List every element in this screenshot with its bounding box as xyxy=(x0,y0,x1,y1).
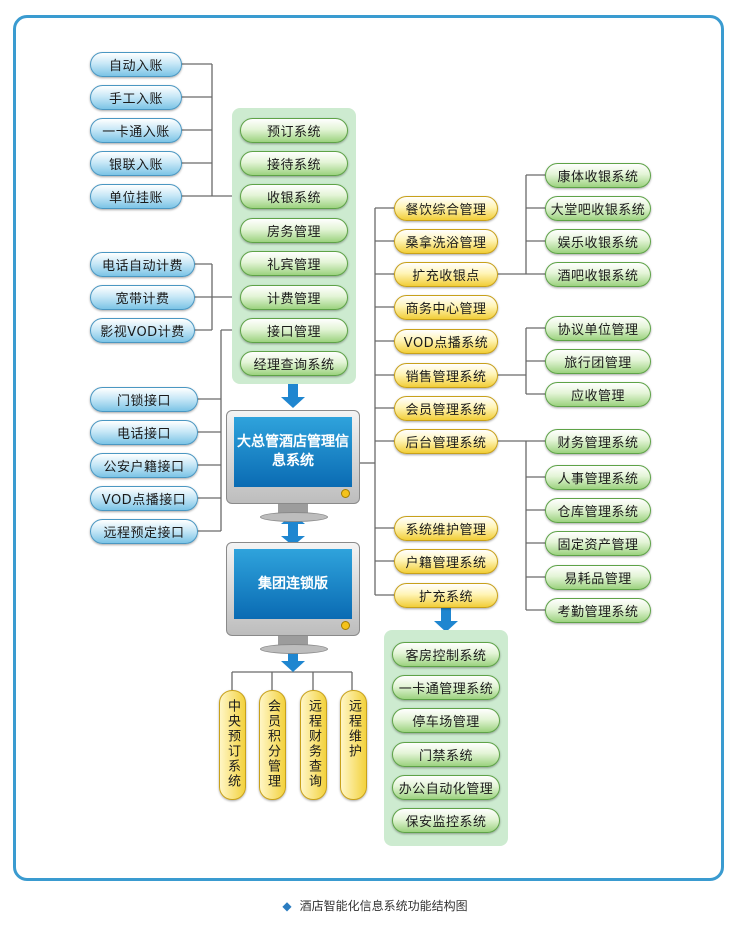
manager-query-node: 经理查询系统 xyxy=(240,351,348,376)
back-office-node: 后台管理系统 xyxy=(394,429,498,454)
interface-management-node: 接口管理 xyxy=(240,318,348,343)
entertainment-cashier-node: 娱乐收银系统 xyxy=(545,229,651,254)
chain-edition-monitor: 集团连锁版 xyxy=(226,542,360,654)
household-registry-node: 户籍管理系统 xyxy=(394,549,498,574)
door-lock-interface-node: 门锁接口 xyxy=(90,387,198,412)
hr-system-node: 人事管理系统 xyxy=(545,465,651,490)
member-points-node: 会员积分管理 xyxy=(259,690,286,800)
security-monitoring-node: 保安监控系统 xyxy=(392,808,500,833)
police-registry-interface-node: 公安户籍接口 xyxy=(90,453,198,478)
unionpay-posting-node: 银联入账 xyxy=(90,151,182,176)
bar-cashier-node: 酒吧收银系统 xyxy=(545,262,651,287)
member-management-node: 会员管理系统 xyxy=(394,396,498,421)
vod-interface-node: VOD点播接口 xyxy=(90,486,198,511)
remote-maintenance-node: 远程维护 xyxy=(340,690,367,800)
auto-posting-node: 自动入账 xyxy=(90,52,182,77)
diagram-caption: ◆ 酒店智能化信息系统功能结构图 xyxy=(0,897,750,914)
housekeeping-node: 房务管理 xyxy=(240,218,348,243)
sales-management-node: 销售管理系统 xyxy=(394,363,498,388)
attendance-system-node: 考勤管理系统 xyxy=(545,598,651,623)
company-ledger-node: 单位挂账 xyxy=(90,184,182,209)
room-control-node: 客房控制系统 xyxy=(392,642,500,667)
sauna-management-node: 桑拿洗浴管理 xyxy=(394,229,498,254)
consumables-node: 易耗品管理 xyxy=(545,565,651,590)
access-control-node: 门禁系统 xyxy=(392,742,500,767)
finance-system-node: 财务管理系统 xyxy=(545,429,651,454)
fitness-cashier-node: 康体收银系统 xyxy=(545,163,651,188)
remote-finance-query-node: 远程财务查询 xyxy=(300,690,327,800)
vod-billing-node: 影视VOD计费 xyxy=(90,318,195,343)
corporate-accounts-node: 协议单位管理 xyxy=(545,316,651,341)
warehouse-system-node: 仓库管理系统 xyxy=(545,498,651,523)
phone-interface-node: 电话接口 xyxy=(90,420,198,445)
card-posting-node: 一卡通入账 xyxy=(90,118,182,143)
fixed-assets-node: 固定资产管理 xyxy=(545,531,651,556)
billing-management-node: 计费管理 xyxy=(240,285,348,310)
card-management-node: 一卡通管理系统 xyxy=(392,675,500,700)
office-automation-node: 办公自动化管理 xyxy=(392,775,500,800)
catering-management-node: 餐饮综合管理 xyxy=(394,196,498,221)
manual-posting-node: 手工入账 xyxy=(90,85,182,110)
caption-text: 酒店智能化信息系统功能结构图 xyxy=(299,899,468,913)
cashier-system-node: 收银系统 xyxy=(240,184,348,209)
chain-edition-title: 集团连锁版 xyxy=(234,549,352,619)
system-maintenance-node: 系统维护管理 xyxy=(394,516,498,541)
parking-management-node: 停车场管理 xyxy=(392,708,500,733)
phone-billing-node: 电话自动计费 xyxy=(90,252,195,277)
remote-booking-interface-node: 远程预定接口 xyxy=(90,519,198,544)
main-system-title: 大总管酒店管理信息系统 xyxy=(234,417,352,487)
tour-group-node: 旅行团管理 xyxy=(545,349,651,374)
reservation-system-node: 预订系统 xyxy=(240,118,348,143)
diamond-bullet-icon: ◆ xyxy=(282,899,292,913)
reception-system-node: 接待系统 xyxy=(240,151,348,176)
central-reservation-node: 中央预订系统 xyxy=(219,690,246,800)
extra-cashier-node: 扩充收银点 xyxy=(394,262,498,287)
lobby-bar-cashier-node: 大堂吧收银系统 xyxy=(545,196,651,221)
extension-system-node: 扩充系统 xyxy=(394,583,498,608)
broadband-billing-node: 宽带计费 xyxy=(90,285,195,310)
main-system-monitor: 大总管酒店管理信息系统 xyxy=(226,410,360,522)
vod-system-node: VOD点播系统 xyxy=(394,329,498,354)
receivables-node: 应收管理 xyxy=(545,382,651,407)
concierge-node: 礼宾管理 xyxy=(240,251,348,276)
business-center-node: 商务中心管理 xyxy=(394,295,498,320)
